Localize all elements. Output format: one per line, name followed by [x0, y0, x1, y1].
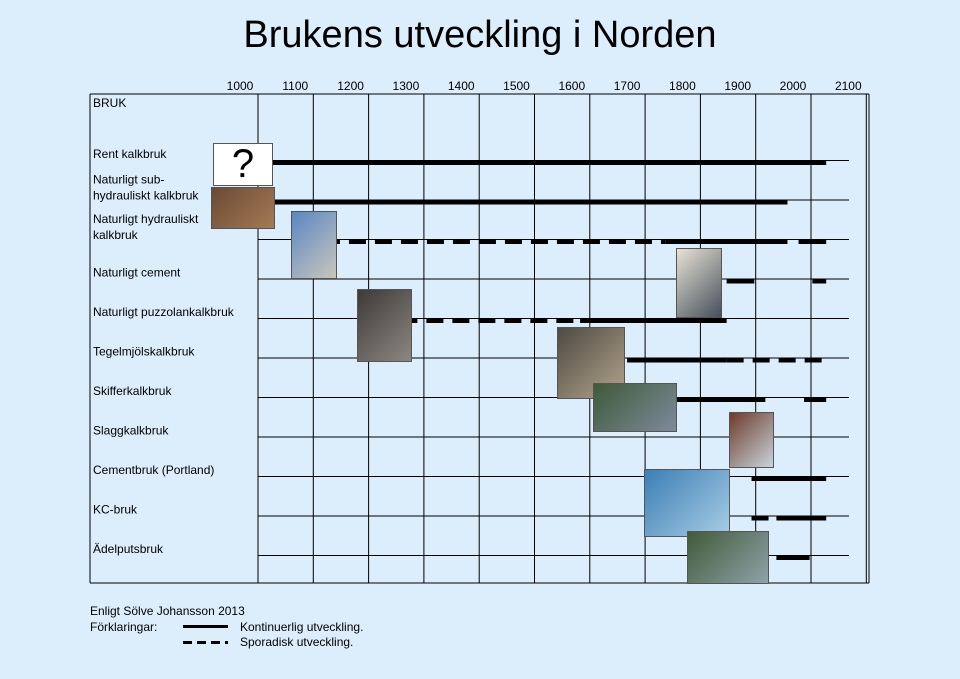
- year-label-1100: 1100: [282, 79, 308, 93]
- facade-photo: [687, 531, 769, 584]
- legend-solid-line: [183, 625, 228, 628]
- legend-dashed-label: Sporadisk utveckling.: [240, 635, 354, 649]
- year-label-1800: 1800: [669, 79, 696, 93]
- year-label-1500: 1500: [503, 79, 530, 93]
- year-label-1000: 1000: [227, 79, 254, 93]
- legend-title: Förklaringar:: [90, 620, 158, 634]
- blue-corridor-photo: [644, 469, 730, 537]
- canal-photo: [593, 383, 677, 432]
- stone-wall-photo: [357, 289, 412, 362]
- row-label: Cementbruk (Portland): [93, 463, 214, 477]
- row-label: Naturligt sub-: [93, 173, 164, 187]
- year-label-1300: 1300: [393, 79, 420, 93]
- row-label: Naturligt cement: [93, 266, 181, 280]
- year-label-1700: 1700: [614, 79, 641, 93]
- row-label: Rent kalkbruk: [93, 147, 167, 161]
- year-label-1600: 1600: [558, 79, 585, 93]
- row-label: kalkbruk: [93, 228, 139, 242]
- row-label: Skifferkalkbruk: [93, 384, 172, 398]
- chart-title: Brukens utveckling i Norden: [0, 14, 960, 57]
- source-note: Enligt Sölve Johansson 2013: [90, 604, 245, 618]
- church-photo: [729, 412, 774, 468]
- tower-photo: [291, 211, 337, 279]
- row-label: Naturligt hydrauliskt: [93, 212, 199, 226]
- year-label-2100: 2100: [835, 79, 862, 93]
- unknown-origin-marker: ?: [213, 143, 273, 186]
- legend-dashed-line: [183, 641, 228, 644]
- year-label-1400: 1400: [448, 79, 475, 93]
- kiln-building-photo: [557, 327, 625, 399]
- year-label-1200: 1200: [337, 79, 364, 93]
- year-label-1900: 1900: [724, 79, 751, 93]
- row-label: Tegelmjölskalkbruk: [93, 345, 195, 359]
- legend-solid-label: Kontinuerlig utveckling.: [240, 620, 364, 634]
- row-label: Naturligt puzzolankalkbruk: [93, 305, 235, 319]
- row-label: KC-bruk: [93, 503, 138, 517]
- excavation-photo: [211, 187, 275, 229]
- row-label: hydrauliskt kalkbruk: [93, 189, 199, 203]
- row-label: Slaggkalkbruk: [93, 424, 169, 438]
- chart-title-text: Brukens utveckling i Norden: [243, 14, 717, 56]
- row-label: Ädelputsbruk: [93, 542, 164, 556]
- interior-window-photo: [676, 248, 722, 318]
- column-header: BRUK: [93, 96, 126, 110]
- year-label-2000: 2000: [780, 79, 807, 93]
